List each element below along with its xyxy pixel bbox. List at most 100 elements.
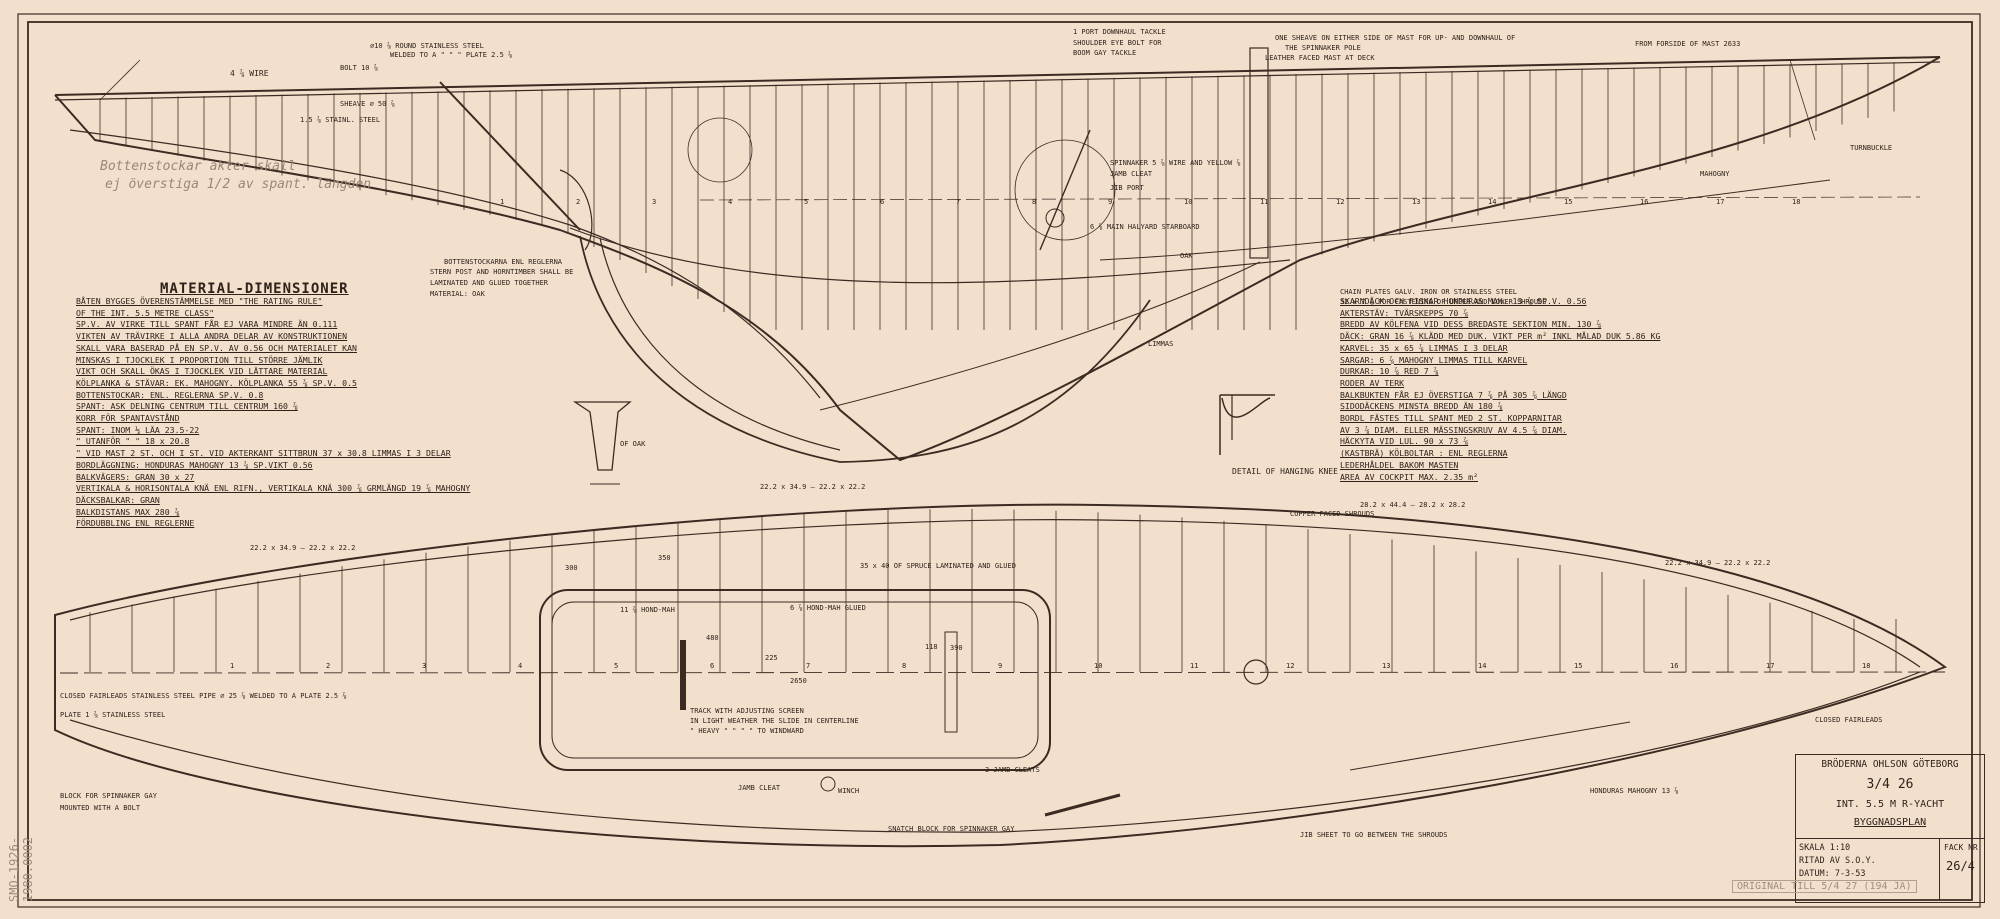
label-boom-gay: BOOM GAY TACKLE	[1073, 49, 1136, 57]
label-jamb-cleat2: JAMB CLEAT	[738, 784, 781, 792]
keel-fin	[579, 235, 1151, 463]
title-fack-label: FACK NR	[1944, 843, 1978, 852]
label-spruce: 35 x 40 OF SPRUCE LAMINATED AND GLUED	[860, 562, 1016, 570]
spec-line: BALKVÄGERS: GRAN 30 x 27	[76, 471, 195, 482]
spec-line: BALKDISTANS MAX 280 ⅞	[76, 506, 180, 517]
title-company: BRÖDERNA OHLSON GÖTEBORG	[1821, 759, 1959, 770]
label-spinnaker-pole: THE SPINNAKER POLE	[1285, 44, 1361, 52]
title-drawn-by: RITAD AV S.O.Y.	[1799, 856, 1876, 866]
plan-frame-number: 10	[1094, 662, 1102, 670]
label-plate-steel: PLATE 1 ⅞ STAINLESS STEEL	[60, 711, 165, 719]
label-hanging-knee: DETAIL OF HANGING KNEE	[1232, 467, 1338, 476]
label-main-halyard: 6 ⅞ MAIN HALYARD STARBOARD	[1090, 223, 1200, 231]
specs-left-list: BÅTEN BYGGES ÖVERENSTÄMMELSE MED "THE RA…	[76, 296, 470, 530]
label-track: TRACK WITH ADJUSTING SCREEN	[690, 707, 804, 715]
plan-frame-number: 14	[1478, 662, 1486, 670]
spec-line: SPANT: ASK DELNING CENTRUM TILL CENTRUM …	[76, 401, 298, 412]
title-yacht-class: INT. 5.5 M R-YACHT	[1835, 799, 1945, 810]
spec-line: KÖLPLANKA & STÄVAR: EK. MAHOGNY. KÖLPLAN…	[76, 377, 357, 388]
frame-number-labels: 1122334455667788991010111112121313141415…	[230, 198, 1870, 670]
frame-number: 10	[1184, 198, 1192, 206]
spec-line: OF THE INT. 5.5 METRE CLASS"	[76, 307, 215, 318]
frame-number: 9	[1108, 198, 1112, 206]
title-divider	[1796, 838, 1984, 839]
spec-line: " UTANFÖR " " 18 x 20.8	[76, 436, 190, 447]
label-dim-225: 225	[765, 654, 778, 662]
label-mahogny: MAHOGNY	[1700, 170, 1730, 178]
label-snatch-block: SNATCH BLOCK FOR SPINNAKER GAY	[888, 825, 1015, 833]
spec-line: VERTIKALA & HORISONTALA KNÄ ENL RIFN., V…	[76, 483, 471, 494]
spec-line: SKALL VARA BASERAD PÅ EN SP.V. AV 0.56 O…	[76, 342, 357, 353]
spec-line: BORDL FÄSTES TILL SPANT MED 2 ST. KOPPAR…	[1340, 413, 1562, 424]
plan-frame-number: 15	[1574, 662, 1582, 670]
frame-number: 4	[728, 198, 732, 206]
frame-number: 17	[1716, 198, 1724, 206]
label-dim-300: 300	[565, 564, 578, 572]
label-steel-strip: 1.5 ⅞ STAINL. STEEL	[300, 116, 380, 124]
frame-number: 1	[500, 198, 504, 206]
label-leather: LEATHER FACED MAST AT DECK	[1265, 54, 1375, 62]
label-dim-480: 480	[706, 634, 719, 642]
label-oak: OAK	[1180, 252, 1193, 260]
spec-line: SIDODÄCKENS MINSTA BREDD ÄN 180 ⅞	[1340, 401, 1503, 412]
frame-number: 14	[1488, 198, 1496, 206]
frame-number: 8	[1032, 198, 1036, 206]
label-limmas: LIMMAS	[1148, 340, 1173, 348]
plan-frame-number: 11	[1190, 662, 1198, 670]
plan-view	[54, 503, 1948, 848]
title-block: BRÖDERNA OHLSON GÖTEBORG 3/4 26 INT. 5.5…	[1795, 754, 1985, 903]
plan-frame-number: 5	[614, 662, 618, 670]
title-fack-number: 26/4	[1946, 859, 1975, 873]
spec-line: AV 3 ⅞ DIAM. ELLER MÄSSINGSKRUV AV 4.5 ⅞…	[1340, 424, 1567, 435]
frame-number: 16	[1640, 198, 1648, 206]
label-dim-right: 22.2 x 34.9 — 22.2 x 22.2	[1665, 559, 1770, 567]
spec-line: BÅTEN BYGGES ÖVERENSTÄMMELSE MED "THE RA…	[76, 296, 323, 306]
label-dim-350: 350	[658, 554, 671, 562]
spec-line: RODER AV TERK	[1340, 377, 1405, 388]
plan-frame-number: 17	[1766, 662, 1774, 670]
spec-line: BALKBUKTEN FÅR EJ ÖVERSTIGA 7 ⅞ PÅ 305 ⅞…	[1340, 389, 1567, 400]
spec-line: SARGAR: 6 ⅞ MAHOGNY LIMMAS TILL KARVEL	[1340, 354, 1528, 365]
label-one-sheave: ONE SHEAVE ON EITHER SIDE OF MAST FOR UP…	[1275, 34, 1515, 42]
frame-number: 3	[652, 198, 656, 206]
spec-line: SP.V. AV VIRKE TILL SPANT FÅR EJ VARA MI…	[76, 319, 338, 330]
plan-frame-number: 1	[230, 662, 234, 670]
label-chain-plates: CHAIN PLATES GALV. IRON OR STAINLESS STE…	[1340, 288, 1517, 296]
deck-outline-outer	[54, 503, 1948, 848]
label-dim-118: 118	[925, 643, 938, 651]
pedestal-detail	[572, 401, 632, 485]
frame-number: 18	[1792, 198, 1800, 206]
label-closed-fairlead2: CLOSED FAIRLEADS	[1815, 716, 1882, 724]
plan-frame-number: 6	[710, 662, 714, 670]
title-meta: SKALA 1:10 RITAD AV S.O.Y. DATUM: 7-3-53	[1799, 842, 1876, 881]
spec-line: AKTERSTÄV: TVÄRSKEPPS 70 ⅞	[1340, 307, 1469, 318]
spec-line: DÄCKSBALKAR: GRAN	[76, 494, 160, 505]
plan-frame-number: 2	[326, 662, 330, 670]
label-welded: WELDED TO A " " " PLATE 2.5 ⅞	[390, 51, 512, 59]
spec-line: KARVEL: 35 x 65 ⅞ LIMMAS I 3 DELAR	[1340, 342, 1508, 353]
plan-frame-number: 12	[1286, 662, 1294, 670]
label-dim-mid: 28.2 x 44.4 — 28.2 x 28.2	[1360, 501, 1465, 509]
plan-frame-number: 3	[422, 662, 426, 670]
label-jamb-cleats3: 3 JAMB CLEATS	[985, 766, 1040, 774]
spec-line: AREA AV COCKPIT MAX. 2.35 m²	[1340, 471, 1479, 482]
label-shoulder: SHOULDER EYE BOLT FOR	[1073, 39, 1162, 47]
plan-frame-number: 8	[902, 662, 906, 670]
label-turnbuckle: TURNBUCKLE	[1850, 144, 1892, 152]
spec-line: SKARNDÄCK OCH FISKAR HONDURAS MAH. 13 ⅞ …	[1340, 296, 1587, 306]
title-scale: SKALA 1:10	[1799, 843, 1851, 853]
label-dim-2650: 2650	[790, 677, 807, 685]
pencil-note-1: Bottenstockar akter skall	[100, 159, 296, 174]
label-spinnaker-wire: SPINNAKER 5 ⅞ WIRE AND YELLOW ⅞	[1110, 159, 1241, 167]
specs-right-list: SKARNDÄCK OCH FISKAR HONDURAS MAH. 13 ⅞ …	[1340, 296, 1660, 483]
label-bolt: BOLT 10 ⅞	[340, 64, 378, 72]
spec-line: VIKTEN AV TRÄVIRKE I ALLA ANDRA DELAR AV…	[76, 331, 348, 342]
profile-frames	[99, 62, 1895, 330]
label-hond-mah-glued: 6 ⅞ HOND-MAH GLUED	[790, 604, 866, 612]
profile-view	[54, 47, 1941, 463]
label-chain-plates2: 32 x 7 ⅞ FOR FASTENING OF UPPER AND LOWE…	[1340, 298, 1547, 306]
frame-number: 13	[1412, 198, 1420, 206]
title-plan-name: BYGGNADSPLAN	[1853, 817, 1927, 828]
